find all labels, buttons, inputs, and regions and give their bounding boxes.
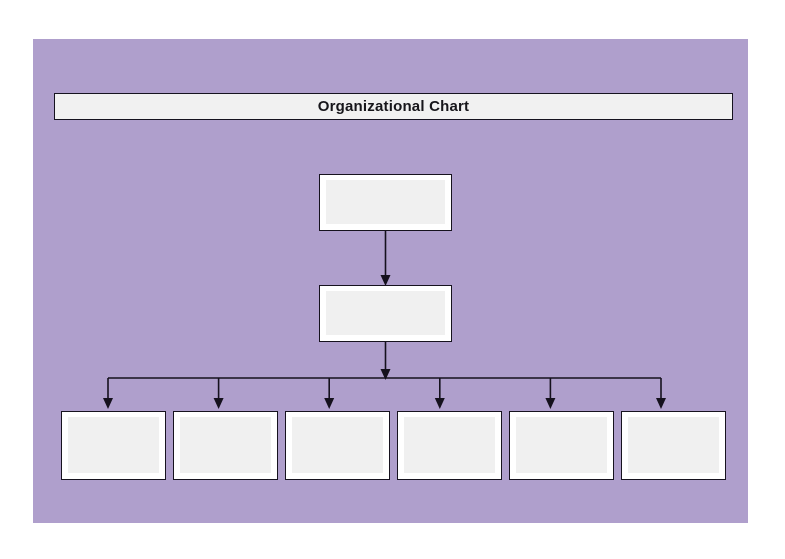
arrowhead-drop-4 xyxy=(545,398,556,409)
org-node-leaf-6[interactable] xyxy=(621,411,726,480)
org-node-leaf-2-label xyxy=(180,417,271,473)
arrowhead-drop-1 xyxy=(213,398,224,409)
org-node-second-level-label xyxy=(326,291,445,335)
org-node-second-level[interactable] xyxy=(319,285,452,342)
arrowhead-drop-5 xyxy=(656,398,666,409)
org-node-leaf-4-label xyxy=(404,417,495,473)
arrowhead-drop-3 xyxy=(434,398,445,409)
org-node-leaf-5-label xyxy=(516,417,607,473)
page-title: Organizational Chart xyxy=(317,98,470,115)
org-node-leaf-4[interactable] xyxy=(397,411,502,480)
arrowhead-drop-2 xyxy=(324,398,335,409)
org-node-leaf-1[interactable] xyxy=(61,411,166,480)
org-node-root[interactable] xyxy=(319,174,452,231)
org-node-leaf-2[interactable] xyxy=(173,411,278,480)
chart-title-bar[interactable]: Organizational Chart xyxy=(54,93,733,120)
slide-panel: Organizational Chart xyxy=(33,39,748,523)
org-node-leaf-6-label xyxy=(628,417,719,473)
org-node-leaf-1-label xyxy=(68,417,159,473)
org-node-leaf-3-label xyxy=(292,417,383,473)
arrowhead-second-to-bus xyxy=(380,369,391,380)
org-node-leaf-5[interactable] xyxy=(509,411,614,480)
org-node-root-label xyxy=(326,180,445,224)
org-node-leaf-3[interactable] xyxy=(285,411,390,480)
arrowhead-drop-0 xyxy=(103,398,113,409)
